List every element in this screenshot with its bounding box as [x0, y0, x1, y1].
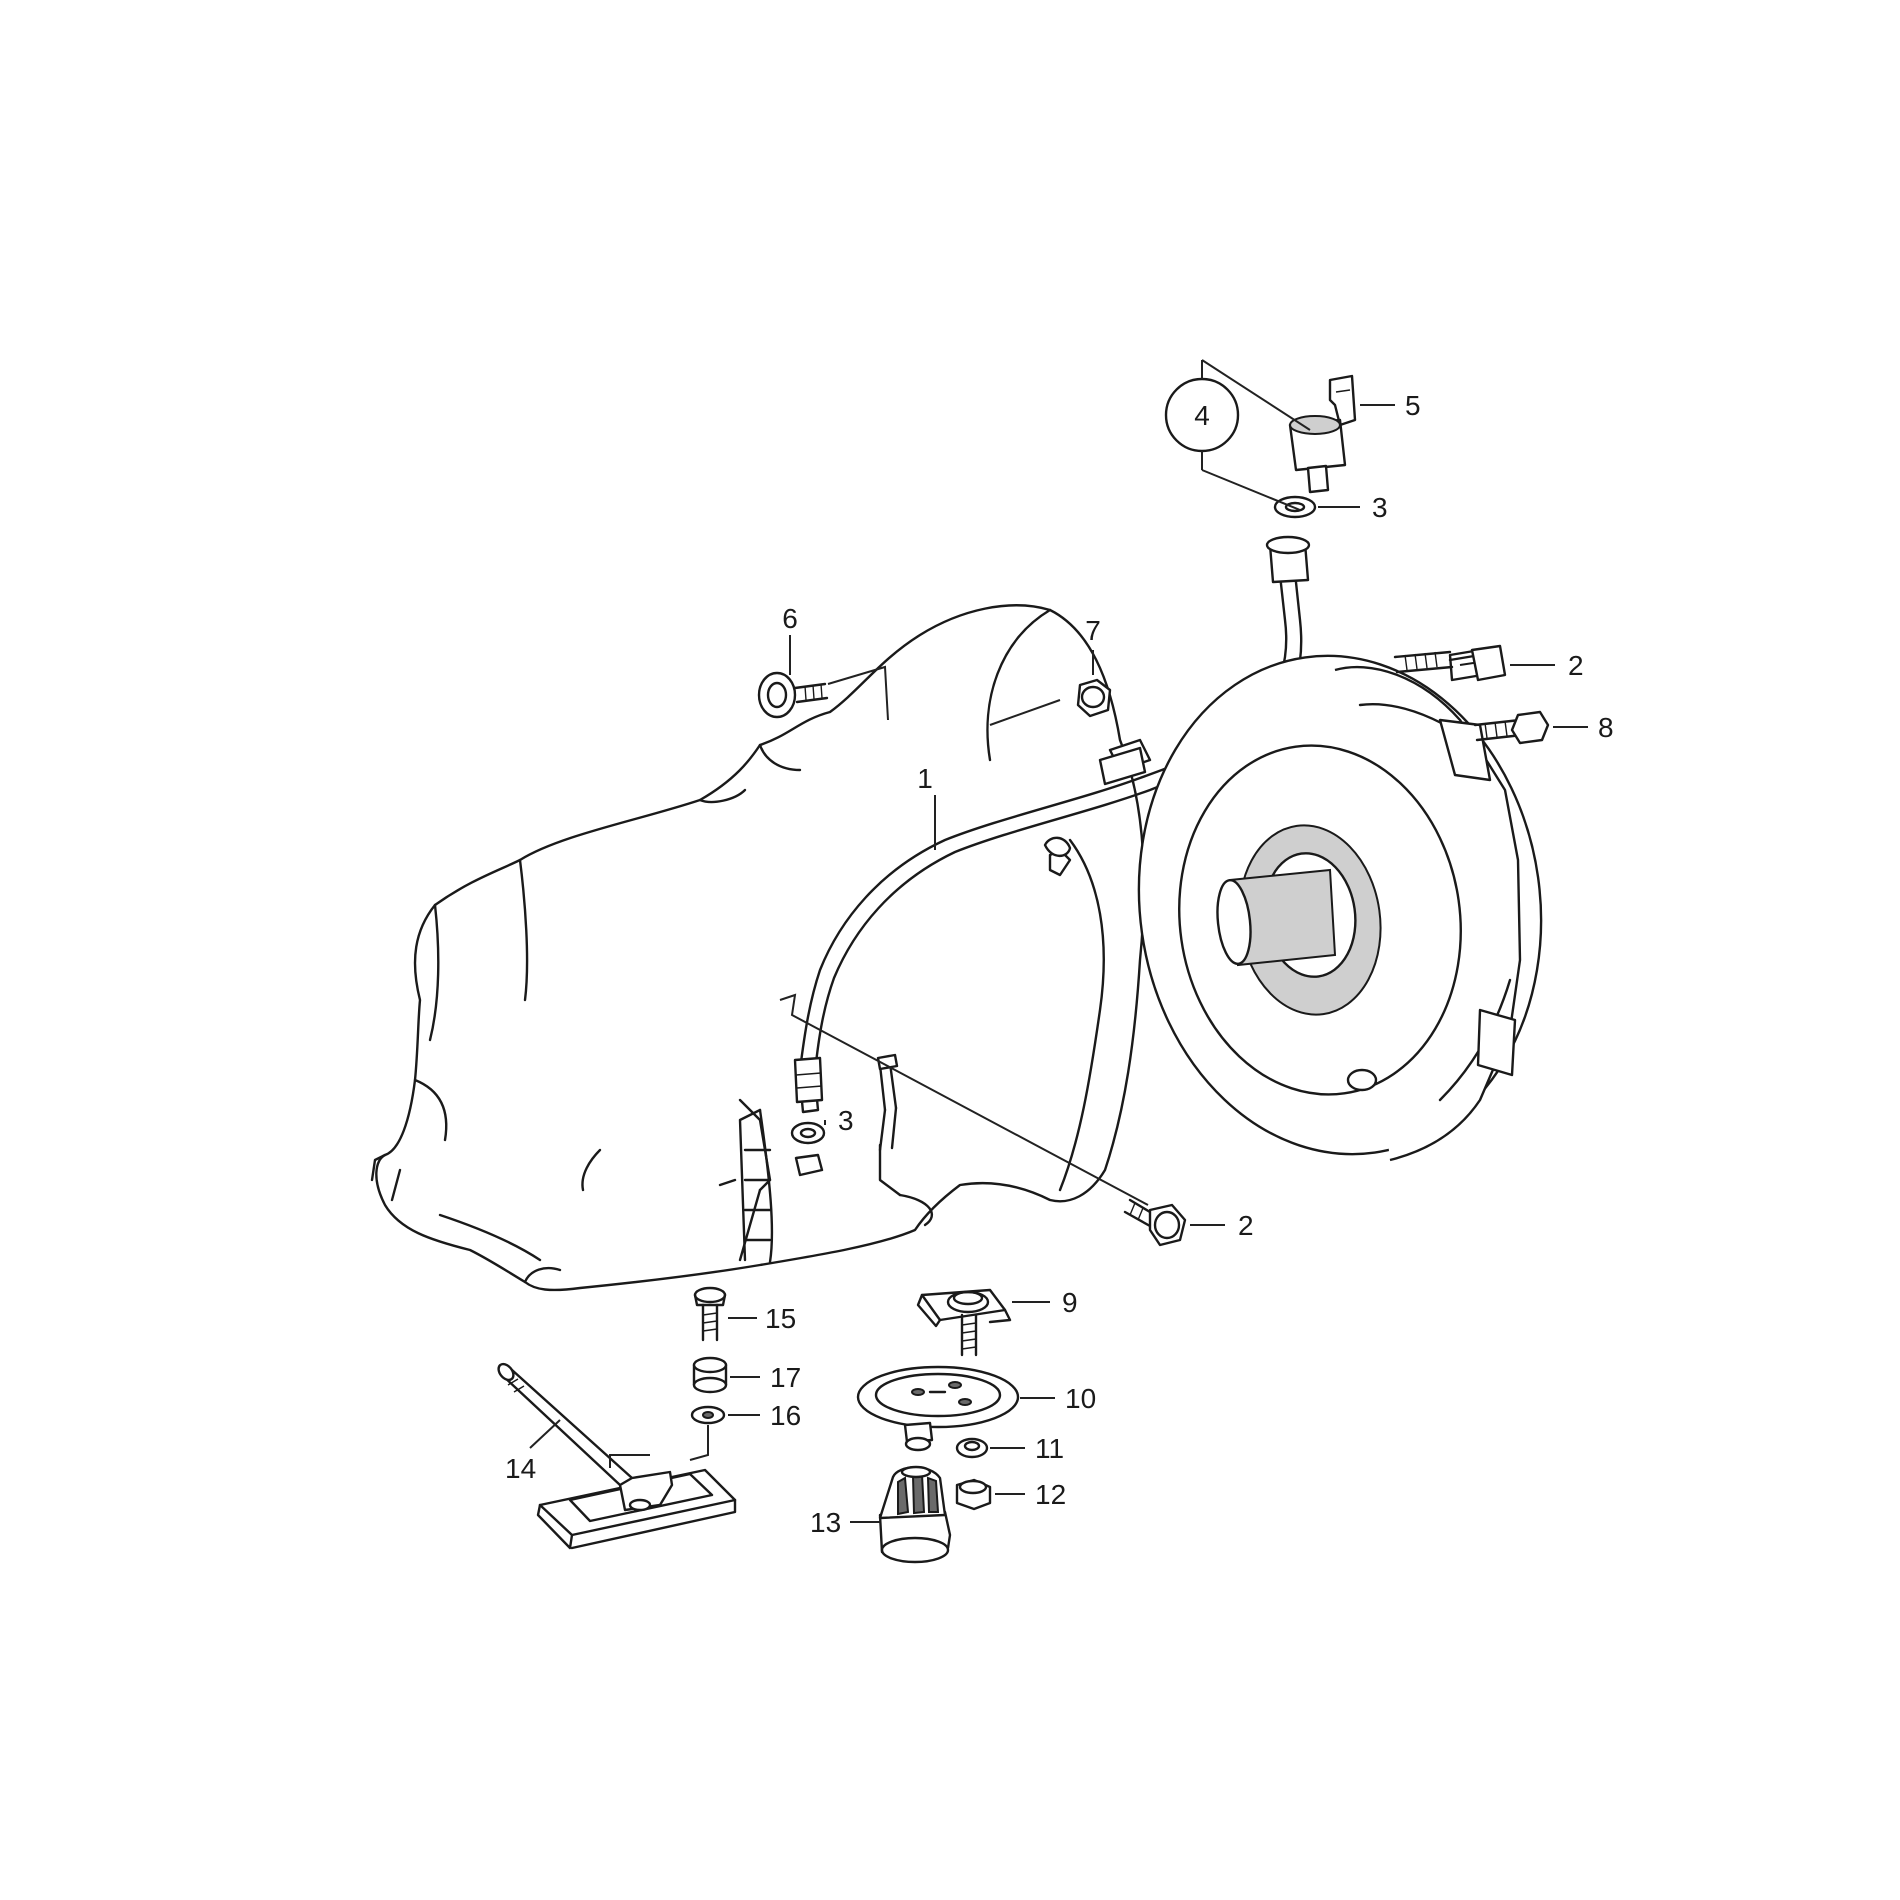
- callout-12: 12: [1035, 1479, 1066, 1510]
- bushing-17: [692, 1356, 728, 1394]
- mount-disk-10: [856, 1365, 1020, 1452]
- washer-11: [955, 1437, 989, 1459]
- callout-15: 15: [765, 1303, 796, 1334]
- nut-7: [1076, 678, 1112, 718]
- rubber-mount-13: [878, 1465, 952, 1564]
- callout-16: 16: [770, 1400, 801, 1431]
- bolt-6: [757, 671, 829, 719]
- bolt-2-lower: [1123, 1198, 1187, 1247]
- nut-12: [955, 1478, 992, 1511]
- sensor-assembly: [1273, 374, 1357, 519]
- callout-2-upper: 2: [1568, 650, 1584, 681]
- callout-14: 14: [505, 1453, 536, 1484]
- washer-3-lower: [790, 1121, 826, 1177]
- callout-7: 7: [1085, 615, 1101, 646]
- bolt-8: [1473, 710, 1550, 745]
- crossmember-14: [497, 1362, 737, 1550]
- leader-lines: [529, 404, 1588, 1523]
- callout-4: 4: [1194, 400, 1210, 431]
- callout-bracket-4: [1164, 359, 1311, 511]
- transmission-housing: [370, 604, 1152, 1292]
- bolt-15: [693, 1286, 727, 1342]
- callout-8: 8: [1598, 712, 1614, 743]
- callout-6: 6: [782, 603, 798, 634]
- callout-10: 10: [1065, 1383, 1096, 1414]
- callout-13: 13: [810, 1507, 841, 1538]
- callout-labels: 1 2 2 3 3 4 5 6 7 8 9 10 11 12 13 14 15 …: [505, 390, 1614, 1538]
- callout-3-upper: 3: [1372, 492, 1388, 523]
- callout-17: 17: [770, 1362, 801, 1393]
- torque-converter: [1137, 654, 1543, 1162]
- callout-3-lower: 3: [838, 1105, 854, 1136]
- callout-2-lower: 2: [1238, 1210, 1254, 1241]
- mount-plate-9: [916, 1288, 1012, 1357]
- bolt-2-upper: [1393, 644, 1507, 682]
- washer-16: [690, 1405, 726, 1425]
- callout-1: 1: [917, 763, 933, 794]
- callout-5: 5: [1405, 390, 1421, 421]
- callout-9: 9: [1062, 1287, 1078, 1318]
- callout-11: 11: [1035, 1433, 1064, 1464]
